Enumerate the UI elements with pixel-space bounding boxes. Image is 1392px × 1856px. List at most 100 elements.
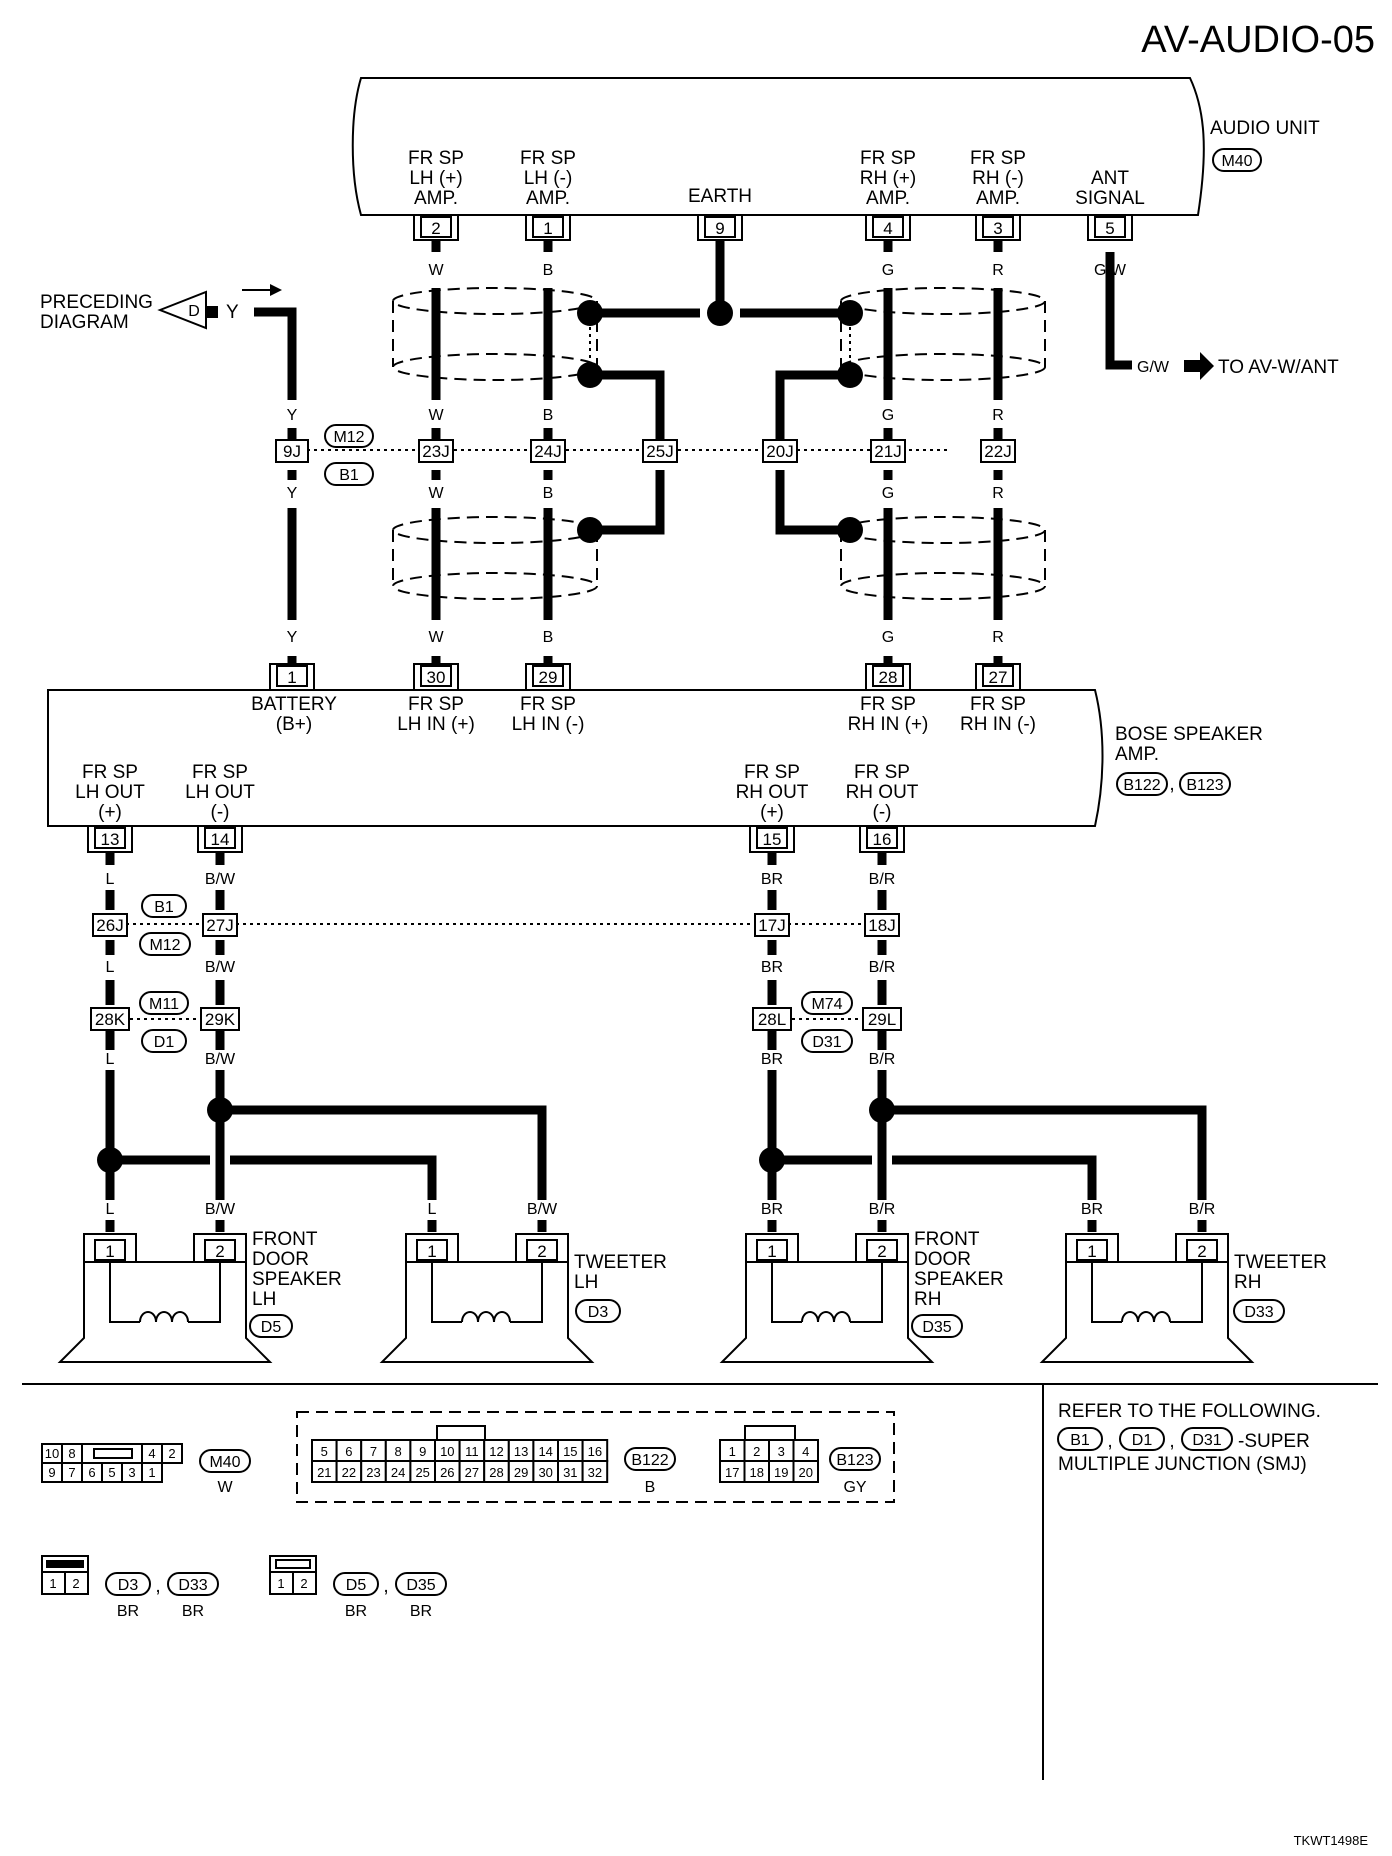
svg-text:(+): (+)	[760, 802, 784, 823]
svg-text:D5: D5	[261, 1319, 282, 1336]
svg-text:22J: 22J	[984, 442, 1011, 461]
svg-text:-SUPER: -SUPER	[1238, 1431, 1310, 1452]
svg-text:26J: 26J	[96, 916, 123, 935]
svg-text:,: ,	[383, 1576, 388, 1597]
svg-text:B/W: B/W	[205, 959, 236, 976]
svg-text:G/W: G/W	[1094, 262, 1127, 279]
svg-text:W: W	[428, 262, 444, 279]
audio-pin-label-rh-pos: FR SP RH (+) AMP.	[860, 148, 916, 209]
svg-text:B/R: B/R	[869, 1051, 896, 1068]
svg-text:29L: 29L	[868, 1010, 896, 1029]
svg-text:B1: B1	[154, 899, 174, 916]
cavity-number: 24	[391, 1465, 405, 1480]
svg-text:RH: RH	[1234, 1272, 1261, 1293]
svg-text:(B+): (B+)	[276, 714, 312, 735]
svg-text:FRONT: FRONT	[252, 1229, 318, 1250]
svg-text:B123: B123	[836, 1452, 873, 1469]
svg-text:TWEETER: TWEETER	[1234, 1252, 1327, 1273]
svg-text:Y: Y	[287, 485, 298, 502]
bose-input-terminals: 1 30 29 28 27	[269, 663, 1021, 690]
svg-text:G: G	[882, 485, 894, 502]
svg-text:G: G	[882, 262, 894, 279]
svg-text:D31: D31	[1192, 1432, 1221, 1449]
svg-text:L: L	[428, 1201, 437, 1218]
svg-text:B/R: B/R	[869, 871, 896, 888]
svg-text:BR: BR	[1081, 1201, 1103, 1218]
svg-text:LH (+): LH (+)	[409, 168, 462, 189]
svg-text:B1: B1	[1070, 1432, 1090, 1449]
svg-text:RH IN (+): RH IN (+)	[848, 714, 929, 735]
svg-text:M11: M11	[149, 996, 179, 1013]
svg-text:25J: 25J	[646, 442, 673, 461]
svg-text:D1: D1	[154, 1034, 175, 1051]
svg-text:BR: BR	[345, 1603, 367, 1620]
svg-text:R: R	[992, 262, 1004, 279]
audio-pin-label-earth: EARTH	[688, 186, 752, 207]
cavity-number: 3	[778, 1444, 785, 1459]
audio-unit-connector: M40	[1221, 153, 1252, 170]
svg-text:M12: M12	[149, 937, 180, 954]
svg-text:9J: 9J	[283, 442, 301, 461]
svg-text:17J: 17J	[758, 916, 785, 935]
junction-door-lh: 28K 29K M11 D1	[90, 991, 240, 1053]
svg-text:BR: BR	[761, 1201, 783, 1218]
shield-rh-upper	[840, 287, 1046, 381]
svg-text:B/R: B/R	[869, 959, 896, 976]
svg-text:DIAGRAM: DIAGRAM	[40, 312, 129, 333]
svg-text:1: 1	[277, 1576, 284, 1591]
svg-text:L: L	[106, 1051, 115, 1068]
preceding-diagram-marker: PRECEDING DIAGRAM D Y	[40, 284, 282, 333]
svg-text:B1: B1	[339, 467, 359, 484]
svg-text:G: G	[882, 407, 894, 424]
svg-text:2: 2	[1197, 1242, 1206, 1261]
svg-text:14: 14	[211, 830, 230, 849]
svg-text:R: R	[992, 485, 1004, 502]
svg-text:FR SP: FR SP	[408, 694, 464, 715]
svg-text:PRECEDING: PRECEDING	[40, 292, 153, 313]
svg-text:RH OUT: RH OUT	[846, 782, 919, 803]
svg-text:FR SP: FR SP	[860, 694, 916, 715]
speaker-front-door-rh: 1 2 FRONT DOOR SPEAKER RH D35	[719, 1229, 1004, 1363]
cavity-number: 12	[489, 1444, 503, 1459]
svg-text:TWEETER: TWEETER	[574, 1252, 667, 1273]
svg-text:28L: 28L	[758, 1010, 786, 1029]
svg-text:W: W	[428, 407, 444, 424]
audio-unit-name: AUDIO UNIT	[1210, 118, 1320, 139]
svg-text:3: 3	[128, 1465, 135, 1480]
svg-text:FR SP: FR SP	[520, 148, 576, 169]
svg-text:GY: GY	[843, 1479, 866, 1496]
svg-text:LH IN (+): LH IN (+)	[397, 714, 475, 735]
svg-text:MULTIPLE JUNCTION (SMJ): MULTIPLE JUNCTION (SMJ)	[1058, 1454, 1307, 1475]
lower-wiring	[105, 852, 1207, 1232]
svg-text:W: W	[428, 629, 444, 646]
terminal-box	[704, 216, 736, 238]
legend-d3-d33: 1 2 D3 , D33 BR BR	[41, 1555, 219, 1620]
svg-text:RH OUT: RH OUT	[736, 782, 809, 803]
svg-text:1: 1	[1087, 1242, 1096, 1261]
svg-text:24J: 24J	[534, 442, 561, 461]
svg-text:30: 30	[427, 668, 446, 687]
audio-terminals: 2 1 9 4 3 5	[413, 215, 1133, 241]
to-ant-marker: G/W TO AV-W/ANT	[1137, 352, 1339, 380]
svg-text:M12: M12	[333, 429, 364, 446]
cavity-number: 26	[440, 1465, 454, 1480]
pin-number: 3	[993, 219, 1002, 238]
svg-text:B/R: B/R	[869, 1201, 896, 1218]
svg-text:Y: Y	[287, 407, 298, 424]
legend-d5-d35: 1 2 D5 , D35 BR BR	[269, 1555, 447, 1620]
terminal-box	[1094, 216, 1126, 238]
svg-text:REFER TO THE FOLLOWING.: REFER TO THE FOLLOWING.	[1058, 1401, 1321, 1422]
splice-dots-upper	[577, 300, 863, 543]
svg-text:AMP.: AMP.	[976, 188, 1020, 209]
svg-text:BR: BR	[761, 1051, 783, 1068]
svg-text:B: B	[543, 485, 554, 502]
svg-text:LH: LH	[252, 1289, 276, 1310]
svg-text:21J: 21J	[874, 442, 901, 461]
cavity-number: 20	[799, 1465, 813, 1480]
cavity-number: 15	[563, 1444, 577, 1459]
svg-text:28: 28	[879, 668, 898, 687]
svg-text:DOOR: DOOR	[914, 1249, 971, 1270]
cavity-number: 31	[563, 1465, 577, 1480]
smj-note: REFER TO THE FOLLOWING. B1 , D1 , D31 -S…	[1057, 1401, 1321, 1475]
cavity-number: 25	[415, 1465, 429, 1480]
